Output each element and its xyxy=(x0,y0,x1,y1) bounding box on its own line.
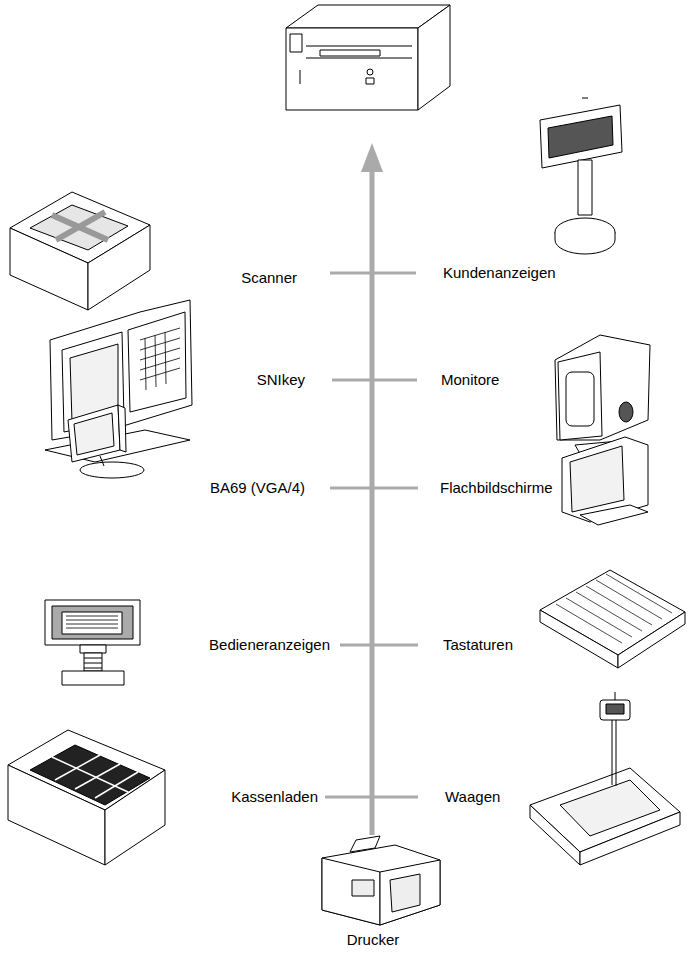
scale-icon xyxy=(530,692,680,865)
ba69-display-icon xyxy=(68,405,144,478)
flat-screen-icon xyxy=(562,437,648,525)
scanner-icon xyxy=(10,192,150,310)
device-label: Tastaturen xyxy=(443,636,513,654)
device-label: Waagen xyxy=(445,788,500,806)
device-label: Drucker xyxy=(347,931,400,949)
device-label: BA69 (VGA/4) xyxy=(210,479,305,497)
printer-icon xyxy=(322,836,440,925)
customer-display-icon xyxy=(540,98,622,254)
device-label: SNIkey xyxy=(257,371,305,389)
device-label: Kassenladen xyxy=(231,788,318,806)
device-label: Kundenanzeigen xyxy=(443,264,556,282)
device-label: Flachbildschirme xyxy=(440,479,553,497)
operator-display-icon xyxy=(45,600,140,685)
keyboard-icon xyxy=(540,570,685,668)
snikey-terminal-icon xyxy=(45,300,192,462)
tick-lines xyxy=(325,273,418,797)
cash-drawer-icon xyxy=(8,730,165,865)
device-label: Scanner xyxy=(241,269,297,287)
device-label: Bedieneranzeigen xyxy=(209,636,330,654)
device-label: Monitore xyxy=(441,371,499,389)
pc-icon xyxy=(286,5,450,110)
